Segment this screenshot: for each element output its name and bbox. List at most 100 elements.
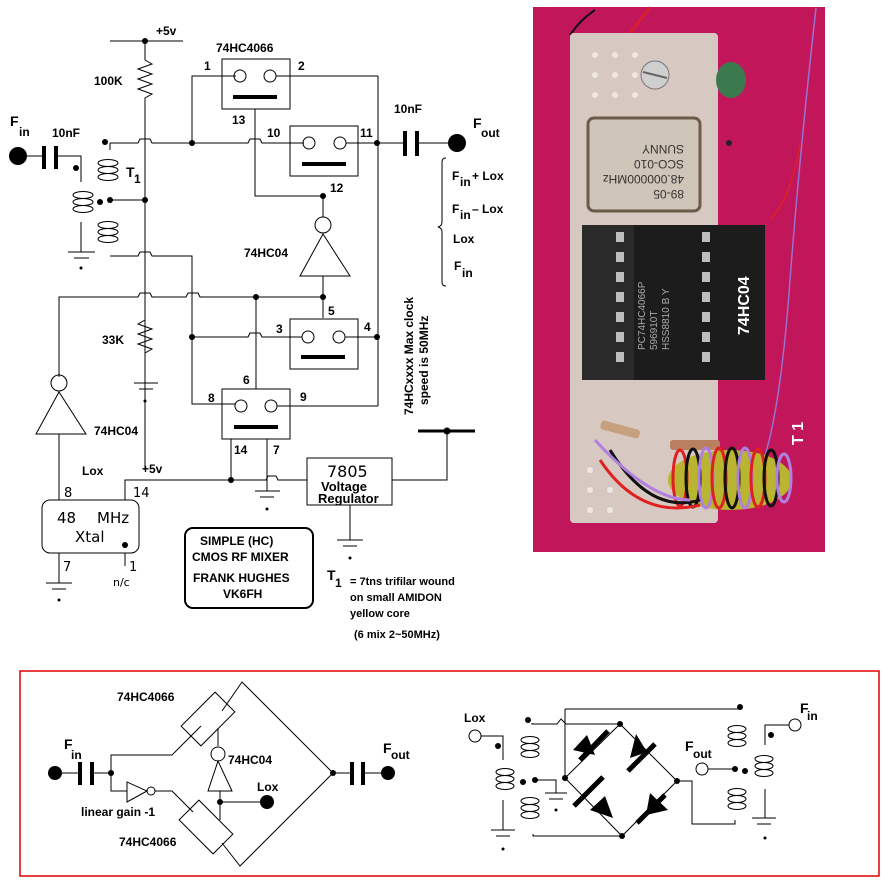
svg-text:2: 2 (298, 59, 305, 73)
svg-text:74HC4066: 74HC4066 (117, 690, 175, 704)
svg-text:Lox: Lox (257, 780, 279, 794)
svg-text:13: 13 (232, 113, 246, 127)
inverter-74hc04-a (299, 233, 351, 277)
xtal-lox-label: Lox (82, 464, 104, 478)
svg-text:Xtal: Xtal (75, 528, 105, 546)
svg-text:Lox: Lox (453, 232, 475, 246)
svg-text:out: out (693, 747, 712, 761)
svg-text:SCO-010: SCO-010 (634, 157, 684, 171)
svg-text:Regulator: Regulator (318, 491, 379, 506)
svg-text:89-05: 89-05 (653, 187, 684, 201)
svg-text:1: 1 (335, 576, 342, 590)
t1-note-line-1: = 7tns trifilar wound (350, 576, 455, 588)
svg-text:in: in (462, 266, 473, 280)
svg-text:in: in (71, 748, 82, 762)
cap-in-label: 10nF (52, 126, 80, 140)
photo-ic-label: 74HC04 (736, 276, 753, 335)
author-name: FRANK HUGHES (193, 571, 290, 585)
svg-text:F: F (383, 740, 392, 756)
svg-text:out: out (391, 748, 410, 762)
inverter-gain-minus-one (126, 781, 149, 803)
diode (572, 775, 613, 818)
output-products: F in + Lox F in – Lox Lox F in (452, 169, 504, 280)
svg-text:+ Lox: + Lox (472, 169, 504, 183)
t1-note-line-4: (6 mix 2~50MHz) (354, 629, 440, 641)
switch-74hc4066-b (289, 125, 359, 177)
svg-text:+5v: +5v (142, 462, 163, 476)
output-brace (437, 157, 447, 287)
switch-74hc4066-c (289, 318, 359, 370)
diode (573, 729, 610, 762)
diode (635, 793, 668, 825)
svg-text:48.000000MHz: 48.000000MHz (603, 172, 684, 186)
svg-text:4: 4 (364, 320, 371, 334)
block-diagram: F in linear gain -1 74HC4066 74HC4066 74… (48, 681, 410, 867)
resistor-100k (136, 41, 154, 470)
fin-terminal (9, 147, 27, 165)
svg-text:Lox: Lox (464, 711, 486, 725)
svg-text:74HC04: 74HC04 (94, 424, 138, 438)
t1-note-line-3: yellow core (350, 608, 410, 620)
svg-text:F: F (452, 202, 459, 216)
resistor-100k-label: 100K (94, 74, 123, 88)
transformer-secondary-coil (97, 159, 119, 243)
svg-text:PC74HC4066P: PC74HC4066P (637, 281, 648, 350)
svg-text:out: out (481, 126, 500, 140)
svg-text:8: 8 (208, 391, 215, 405)
svg-text:1: 1 (129, 560, 137, 575)
resistor-33k-label: 33K (102, 333, 124, 347)
svg-text:10: 10 (267, 126, 281, 140)
svg-text:74HC4066: 74HC4066 (119, 835, 177, 849)
block-lox-terminal (260, 795, 274, 809)
resistor-33k (136, 319, 154, 383)
crystal-can (586, 116, 702, 213)
trimmer-capacitor (716, 62, 746, 98)
switch-ic-label: 74HC4066 (216, 41, 274, 55)
svg-text:– Lox: – Lox (472, 202, 504, 216)
svg-text:n/c: n/c (113, 576, 130, 589)
svg-text:F: F (454, 259, 461, 273)
toroid-t1 (593, 438, 793, 510)
svg-text:5: 5 (328, 304, 335, 318)
svg-text:F: F (800, 700, 809, 716)
diode (626, 734, 657, 773)
photo-t1-label: T 1 (790, 422, 807, 445)
svg-text:in: in (460, 208, 471, 222)
switch-74hc4066-d (221, 388, 291, 440)
t1-note-line-2: on small AMIDON (350, 592, 442, 604)
linear-gain-label: linear gain -1 (81, 805, 155, 819)
svg-text:T: T (327, 567, 336, 583)
title-line-1: SIMPLE (HC) (200, 534, 273, 548)
title-box (184, 527, 314, 609)
circuit-photo: 89-05 48.000000MHz SCO-010 SUNNY PC74HC4… (533, 6, 825, 552)
callsign: VK6FH (223, 587, 262, 601)
main-schematic: +5v 100K F in 10nF (9, 24, 504, 641)
title-line-2: CMOS RF MIXER (192, 550, 289, 564)
t1-label-sub: 1 (134, 172, 141, 186)
svg-text:8: 8 (64, 486, 72, 501)
max-clock-note: 74HCxxxx Max clock (402, 297, 416, 415)
svg-text:596910T: 596910T (649, 311, 660, 350)
transformer-primary-coil (72, 191, 94, 213)
fout-terminal (448, 134, 466, 152)
svg-text:7805: 7805 (327, 462, 368, 481)
svg-text:48: 48 (57, 509, 76, 527)
inverter-74hc04-b (35, 391, 87, 435)
comparison-frame (19, 670, 880, 877)
fin-label-sub: in (19, 125, 30, 139)
svg-text:11: 11 (360, 126, 373, 140)
svg-text:7: 7 (273, 443, 280, 457)
svg-text:14: 14 (133, 486, 150, 501)
svg-text:SUNNY: SUNNY (642, 142, 684, 156)
inverter-bubble (314, 216, 332, 234)
switch-74hc4066-a (221, 58, 291, 110)
svg-text:F: F (452, 169, 459, 183)
supply-label: +5v (156, 24, 177, 38)
fin-label: F (10, 113, 19, 129)
svg-text:F: F (685, 738, 694, 754)
svg-text:1: 1 (204, 59, 211, 73)
svg-text:9: 9 (300, 390, 307, 404)
svg-text:F: F (64, 736, 73, 752)
svg-text:12: 12 (330, 181, 344, 195)
block-fout-terminal (381, 766, 395, 780)
